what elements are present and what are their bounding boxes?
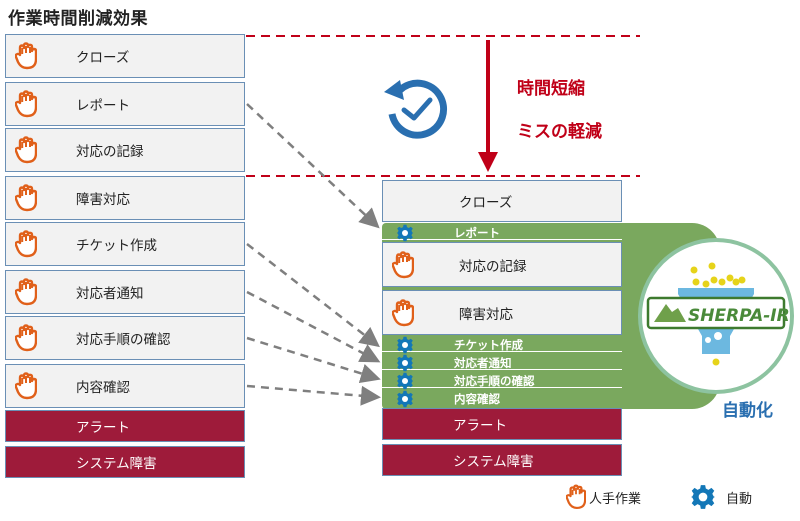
after-manual-step: 対応の記録 <box>382 242 622 287</box>
trigger-label: アラート <box>76 420 130 436</box>
connector-ticket <box>246 243 380 348</box>
after-trigger-system-failure: システム障害 <box>382 444 622 476</box>
after-auto-step: 対応者通知 <box>382 354 622 372</box>
gear-icon <box>396 372 414 390</box>
legend-manual-label: 人手作業 <box>589 491 642 507</box>
after-auto-step: 対応手順の確認 <box>382 372 622 390</box>
legend-auto: 自動 <box>690 484 752 510</box>
sherpa-ir-logo: SHERPA-IR <box>638 238 794 394</box>
after-report-label: レポート <box>454 225 500 240</box>
gear-icon <box>690 484 716 510</box>
after-manual-step: 障害対応 <box>382 290 622 335</box>
after-trigger-alert: アラート <box>382 408 622 440</box>
automation-label: 自動化 <box>722 401 773 421</box>
before-step-label: 対応の記録 <box>76 144 144 160</box>
trigger-label: アラート <box>453 418 507 434</box>
effect-error-reduction: ミスの軽減 <box>517 122 602 142</box>
before-manual-step: 障害対応 <box>5 176 245 220</box>
before-step-label: レポート <box>76 98 130 114</box>
after-auto-label: チケット作成 <box>454 337 523 352</box>
connector-procedure <box>246 336 381 384</box>
after-manual-label: 障害対応 <box>459 306 513 323</box>
before-manual-step: 内容確認 <box>5 364 245 408</box>
hand-icon <box>14 230 38 258</box>
connector-notify <box>246 290 381 363</box>
before-step-label: 対応者通知 <box>76 286 144 302</box>
product-name: SHERPA-IR <box>688 306 790 326</box>
before-manual-step: チケット作成 <box>5 222 245 266</box>
hand-icon <box>391 298 415 327</box>
after-auto-label: 内容確認 <box>454 392 500 406</box>
gear-icon <box>396 224 414 242</box>
connector-report <box>246 103 380 229</box>
after-auto-step: 内容確認 <box>382 390 622 408</box>
gear-icon <box>396 336 414 354</box>
legend-manual: 人手作業 <box>565 484 642 510</box>
hand-icon <box>14 136 38 164</box>
trigger-label: システム障害 <box>453 454 534 470</box>
before-manual-step: 対応者通知 <box>5 270 245 314</box>
trigger-label: システム障害 <box>76 456 157 472</box>
before-trigger-alert: アラート <box>5 410 245 442</box>
before-step-label: 対応手順の確認 <box>76 332 171 348</box>
after-auto-label: 対応者通知 <box>454 355 512 370</box>
hand-icon <box>14 278 38 306</box>
before-manual-step: 対応手順の確認 <box>5 316 245 360</box>
before-manual-step: レポート <box>5 82 245 126</box>
after-close-label: クローズ <box>459 195 513 211</box>
after-auto-label: 対応手順の確認 <box>454 373 535 388</box>
before-manual-step: 対応の記録 <box>5 128 245 172</box>
hand-icon <box>14 184 38 212</box>
after-manual-label: 対応の記録 <box>459 258 527 275</box>
hand-icon <box>14 42 38 70</box>
before-step-label: チケット作成 <box>76 238 157 254</box>
after-auto-step: チケット作成 <box>382 336 622 354</box>
before-trigger-system-failure: システム障害 <box>5 446 245 478</box>
reduction-arrow <box>478 40 498 172</box>
hand-icon <box>14 372 38 400</box>
page-title: 作業時間削減効果 <box>8 9 148 29</box>
before-step-label: クローズ <box>76 50 130 66</box>
clock-refresh-icon <box>384 79 447 139</box>
hand-icon <box>14 90 38 118</box>
legend-auto-label: 自動 <box>726 491 753 507</box>
hand-icon <box>565 484 587 510</box>
after-close-box: クローズ <box>382 180 622 222</box>
hand-icon <box>14 324 38 352</box>
effect-time-reduction: 時間短縮 <box>517 79 585 99</box>
before-step-label: 内容確認 <box>76 380 130 396</box>
after-report-strip: レポート <box>382 224 622 242</box>
hand-icon <box>391 250 415 279</box>
gear-icon <box>396 390 414 408</box>
before-step-label: 障害対応 <box>76 192 130 208</box>
connector-content <box>246 384 381 406</box>
before-manual-step: クローズ <box>5 34 245 78</box>
gear-icon <box>396 354 414 372</box>
